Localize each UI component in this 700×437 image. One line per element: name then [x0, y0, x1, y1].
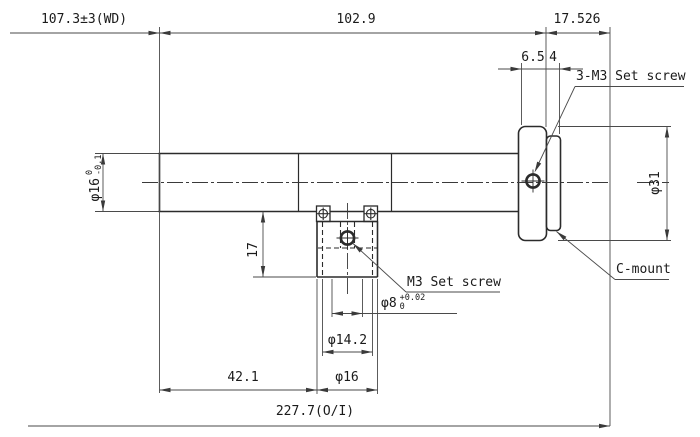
dia-16-main: φ16	[88, 178, 103, 202]
set-screws	[336, 169, 545, 249]
clamp-screw-left-icon	[317, 207, 330, 220]
callout-m3-set-screw: M3 Set screw	[407, 275, 501, 290]
callout-3m3-set-screw: 3-M3 Set screw	[576, 69, 686, 84]
leader-cmount	[556, 231, 616, 280]
arrowheads	[100, 30, 670, 429]
dia-8-main: φ8	[381, 296, 397, 311]
dim-label-dia-16-bottom: φ16	[335, 370, 359, 385]
dim-label-dia-8-tolerance: φ8 +0.02 0	[381, 294, 426, 313]
lens-outline	[158, 125, 562, 242]
dim-label-4: 4	[549, 50, 557, 65]
mounting-block	[315, 205, 379, 278]
mount-set-screw-icon	[521, 169, 545, 193]
dim-label-6-5: 6.5	[521, 50, 545, 65]
dim-label-overall-227-7: 227.7(O/I)	[275, 404, 355, 419]
callout-c-mount: C-mount	[616, 262, 671, 277]
dia-8-tol-upper: +0.02	[399, 293, 426, 303]
dim-label-dia-31: φ31	[648, 171, 663, 195]
leader-3m3	[535, 86, 576, 170]
dim-label-dia-14-2: φ14.2	[327, 333, 368, 348]
leader-arrow-3m3	[534, 161, 542, 173]
leader-lines	[352, 86, 684, 293]
mount-body	[517, 125, 548, 242]
dim-label-17-526: 17.526	[553, 12, 601, 27]
clamp-screw-right-icon	[364, 207, 377, 220]
dia-16-tolerance-stack: 0 -0.1	[85, 154, 104, 175]
dim-label-working-distance: 107.3±3(WD)	[40, 12, 128, 27]
dim-label-102-9: 102.9	[336, 12, 376, 27]
dia-16-tol-lower: -0.1	[94, 154, 104, 175]
dim-label-42-1: 42.1	[227, 370, 259, 385]
c-mount-ring	[545, 135, 562, 232]
leader-arrow-m3	[353, 243, 363, 253]
center-lines	[142, 182, 669, 297]
dia-8-tol-lower: 0	[399, 302, 405, 312]
leader-m3	[352, 243, 407, 293]
dim-label-dia-16-tolerance: φ16 0 -0.1	[85, 146, 105, 210]
dim-label-17: 17	[246, 242, 261, 258]
dia-8-tolerance-stack: +0.02 0	[400, 294, 426, 312]
leader-arrow-cmount	[556, 231, 567, 241]
block-set-screw-icon	[336, 227, 359, 249]
